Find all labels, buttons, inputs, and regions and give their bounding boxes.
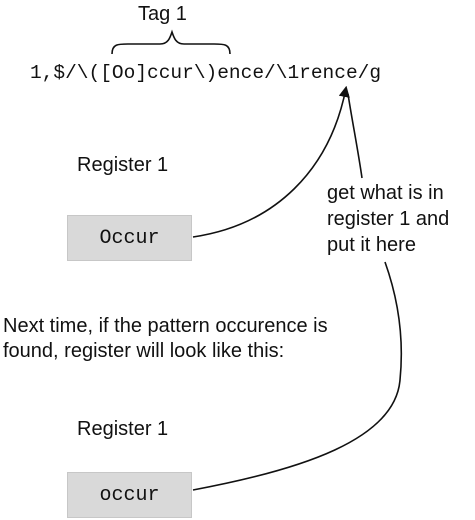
substitute-command: 1,$/\([Oo]ccur\)ence/\1rence/g xyxy=(30,62,382,84)
annotation-line: get what is in xyxy=(327,182,444,204)
tag-label: Tag 1 xyxy=(138,3,187,25)
tag-brace xyxy=(111,29,231,55)
register-box-top: Occur xyxy=(67,215,192,261)
register-label-bottom: Register 1 xyxy=(77,418,169,440)
register-value-bottom: occur xyxy=(99,483,160,507)
next-time-line: found, register will look like this: xyxy=(3,340,285,362)
annotation-line: register 1 and xyxy=(327,208,450,230)
register-box-bottom: occur xyxy=(67,472,192,518)
arrow-from-top-register xyxy=(192,85,350,238)
annotation-note: get what is in register 1 and put it her… xyxy=(327,180,467,258)
arrow-from-bottom-register xyxy=(192,261,403,491)
next-time-text: Next time, if the pattern occurence is f… xyxy=(3,314,328,364)
register-label-top: Register 1 xyxy=(77,154,169,176)
register-value-top: Occur xyxy=(99,226,160,250)
arrow-from-note xyxy=(347,93,363,179)
next-time-line: Next time, if the pattern occurence is xyxy=(3,315,328,337)
annotation-line: put it here xyxy=(327,234,416,256)
